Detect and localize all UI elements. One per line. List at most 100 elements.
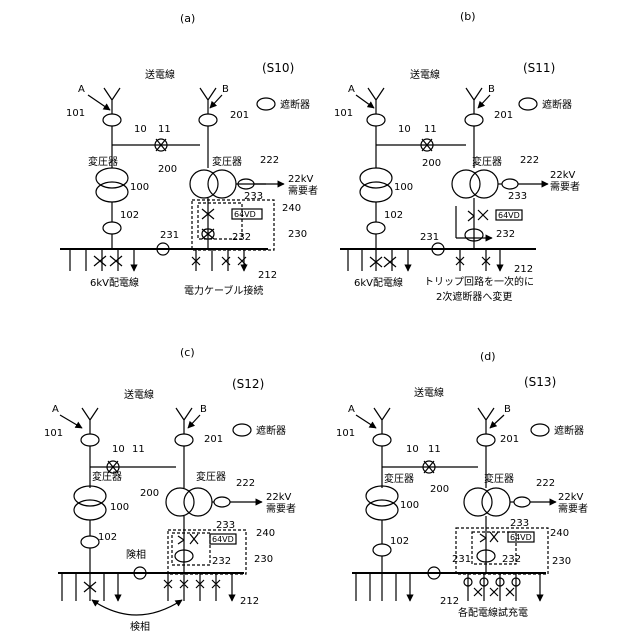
panel-c-breaker-legend: 遮断器: [256, 424, 286, 437]
ref-b-102: 102: [384, 210, 403, 221]
ref-b-10: 10: [398, 124, 411, 135]
ref-c-10: 10: [112, 444, 125, 455]
panel-a-demand-1: 22kV: [288, 174, 314, 185]
panel-d-label: (d): [480, 350, 496, 363]
ref-d-240: 240: [550, 528, 569, 539]
ref-b-201: 201: [494, 110, 513, 121]
ref-c-222: 222: [236, 478, 255, 489]
panel-a-transformer-right: 変圧器: [212, 155, 242, 168]
panel-a-annotation: 電力ケーブル接続: [184, 284, 263, 297]
svg-text:需要者: 需要者: [266, 503, 296, 515]
ref-c-201: 201: [204, 434, 223, 445]
ref-c-100: 100: [110, 502, 129, 513]
panel-a-transformer-left: 変圧器: [88, 155, 118, 168]
panel-b-relay: 64VD: [498, 211, 520, 220]
panel-c-annotation-1: 険相: [126, 548, 146, 561]
ref-222: 222: [260, 155, 279, 166]
breaker-201: [199, 114, 217, 126]
ref-11: 11: [158, 124, 171, 135]
panel-d-step: (S13): [524, 375, 556, 389]
ref-c-230: 230: [254, 554, 273, 565]
panel-d-annotation: 各配電線試充電: [458, 606, 528, 619]
panel-a-bus-label: 6kV配電線: [90, 276, 139, 289]
ref-d-101: 101: [336, 428, 355, 439]
panel-b-label: (b): [460, 10, 476, 23]
panel-a: (a) (S10) 送電線 A B 遮断器 101 201 10 11 変圧器 …: [60, 12, 318, 297]
svg-text:需要者: 需要者: [558, 503, 588, 515]
panel-d-transformer-left: 変圧器: [384, 472, 414, 485]
panel-c-line-b: B: [200, 404, 207, 415]
ref-212: 212: [258, 270, 277, 281]
ref-230: 230: [288, 229, 307, 240]
ref-d-212: 212: [440, 596, 459, 607]
panel-a-label: (a): [180, 12, 195, 25]
ref-b-233: 233: [508, 191, 527, 202]
ref-b-222: 222: [520, 155, 539, 166]
ref-d-100: 100: [400, 500, 419, 511]
panel-b-annotation-1: トリップ回路を一次的に: [424, 275, 534, 288]
panel-a-demand-2: 需要者: [288, 185, 318, 197]
ref-201: 201: [230, 110, 249, 121]
ref-c-240: 240: [256, 528, 275, 539]
panel-b-line-b: B: [488, 84, 495, 95]
ref-d-201: 201: [500, 434, 519, 445]
panel-c-relay: 64VD: [212, 535, 234, 544]
svg-text:22kV: 22kV: [550, 170, 576, 181]
panel-d-breaker-legend: 遮断器: [554, 424, 584, 437]
panel-b-bus-label: 6kV配電線: [354, 276, 403, 289]
panel-d-transformer-right: 変圧器: [484, 472, 514, 485]
ref-d-200: 200: [430, 484, 449, 495]
ref-d-230: 230: [552, 556, 571, 567]
ref-d-232: 232: [502, 554, 521, 565]
panel-b-line-a: A: [348, 84, 355, 95]
ref-100: 100: [130, 182, 149, 193]
ref-200: 200: [158, 164, 177, 175]
ref-b-100: 100: [394, 182, 413, 193]
panel-c-label: (c): [180, 346, 195, 359]
panel-b-breaker-legend: 遮断器: [542, 98, 572, 111]
panel-a-line-title: 送電線: [145, 68, 175, 81]
ref-b-212: 212: [514, 264, 533, 275]
ref-d-233: 233: [510, 518, 529, 529]
ref-c-102: 102: [98, 532, 117, 543]
ref-c-233: 233: [216, 520, 235, 531]
panel-a-breaker-legend: 遮断器: [280, 98, 310, 111]
ref-d-10: 10: [406, 444, 419, 455]
panel-b-transformer-right: 変圧器: [472, 155, 502, 168]
panel-b-step: (S11): [523, 61, 555, 75]
ref-d-11: 11: [428, 444, 441, 455]
ref-c-200: 200: [140, 488, 159, 499]
panel-a-line-b: B: [222, 84, 229, 95]
ref-101: 101: [66, 108, 85, 119]
ref-d-102: 102: [390, 536, 409, 547]
panel-c-step: (S12): [232, 377, 264, 391]
panel-d-relay: 64VD: [510, 533, 532, 542]
ref-b-232: 232: [496, 229, 515, 240]
ref-102: 102: [120, 210, 139, 221]
ref-c-101: 101: [44, 428, 63, 439]
panel-c-line-a: A: [52, 404, 59, 415]
ref-10: 10: [134, 124, 147, 135]
panel-b-annotation-2: 2次遮断器へ変更: [436, 290, 512, 303]
panel-c-annotation-2: 検相: [130, 620, 150, 633]
ref-b-200: 200: [422, 158, 441, 169]
ref-232: 232: [232, 232, 251, 243]
ref-240: 240: [282, 203, 301, 214]
panel-a-relay: 64VD: [234, 210, 256, 219]
panel-c-transformer-left: 変圧器: [92, 470, 122, 483]
breaker-101: [103, 114, 121, 126]
panel-d-line-b: B: [504, 404, 511, 415]
svg-text:22kV: 22kV: [558, 492, 584, 503]
panel-b: (b) (S11) 送電線 A B 遮断器 101 201 10 11 変圧器 …: [334, 10, 580, 303]
breaker-legend-icon: [257, 98, 275, 110]
ref-c-232: 232: [212, 556, 231, 567]
ref-d-231: 231: [452, 554, 471, 565]
ref-b-231: 231: [420, 232, 439, 243]
ref-c-11: 11: [132, 444, 145, 455]
panel-c-line-title: 送電線: [124, 388, 154, 401]
svg-text:需要者: 需要者: [550, 181, 580, 193]
ref-231: 231: [160, 230, 179, 241]
ref-b-101: 101: [334, 108, 353, 119]
panel-c: (c) (S12) 送電線 A B 遮断器 101 201 10 11 変圧器 …: [44, 346, 296, 633]
